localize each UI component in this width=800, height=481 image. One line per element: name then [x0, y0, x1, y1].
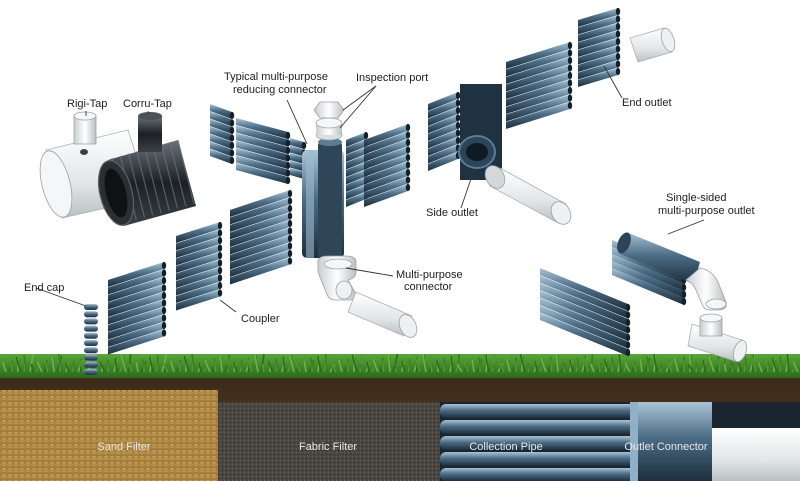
multi-purpose-connector-label-1: Multi-purpose — [396, 269, 463, 281]
coupler-label: Coupler — [241, 313, 280, 325]
end-cap-piece — [84, 304, 98, 375]
pipe-module-lower-1 — [108, 261, 167, 355]
side-outlet-label: Side outlet — [426, 207, 478, 219]
single-sided-outlet-label-2: multi-purpose outlet — [658, 205, 755, 217]
reducing-connector-label-1: Typical multi-purpose — [224, 71, 328, 83]
multi-purpose-connector-pipe — [347, 291, 418, 338]
outlet-pvc-pipe — [712, 428, 800, 481]
single-sided-outlet-label-1: Single-sided — [666, 192, 727, 204]
end-cap-label: End cap — [24, 282, 64, 294]
multi-purpose-connector-label-2: connector — [404, 281, 453, 293]
collection-pipe-bundle — [440, 402, 800, 481]
pipe-module-lower-3 — [230, 189, 293, 285]
outlet-connector-block — [630, 402, 800, 481]
corru-tap — [97, 112, 196, 226]
reducing-connector — [302, 138, 344, 260]
rigi-tap-label: Rigi-Tap — [67, 98, 107, 110]
pipe-module-right-3 — [428, 91, 461, 171]
pipe-module-right-5 — [578, 7, 621, 87]
fabric-filter-block — [218, 402, 440, 481]
pipe-module-lower-2 — [176, 221, 223, 311]
pipe-modules — [84, 7, 687, 375]
outlet-connector-label: Outlet Connector — [624, 441, 707, 453]
single-sided-outlet-assembly — [617, 232, 748, 363]
grass-layer — [0, 354, 800, 378]
pipe-module-single-sided — [540, 268, 631, 357]
sand-filter-block — [0, 390, 218, 481]
side-outlet — [458, 84, 502, 180]
inspection-port — [313, 101, 345, 141]
corru-tap-label: Corru-Tap — [123, 98, 172, 110]
end-outlet-label: End outlet — [622, 97, 672, 109]
pipe-module-right-2 — [364, 123, 411, 207]
pipe-module-upper-left-2 — [236, 118, 291, 185]
end-outlet-pvc-pipe — [629, 27, 676, 63]
grass-blades — [0, 353, 799, 373]
ground-cross-section: Sand Filter Fabric Filter Collection Pip… — [0, 353, 800, 481]
collection-pipe-label: Collection Pipe — [469, 441, 542, 453]
leader-lines — [35, 65, 705, 313]
reducing-connector-label-2: reducing connector — [233, 84, 327, 96]
sand-filter-label: Sand Filter — [97, 441, 151, 453]
multi-purpose-connector-elbow — [317, 255, 357, 301]
inspection-port-label: Inspection port — [356, 72, 428, 84]
pipe-module-right-4 — [506, 41, 573, 129]
side-outlet-pvc-pipe — [484, 165, 572, 225]
fabric-filter-label: Fabric Filter — [299, 441, 357, 453]
pipe-module-upper-left-1 — [210, 104, 235, 165]
